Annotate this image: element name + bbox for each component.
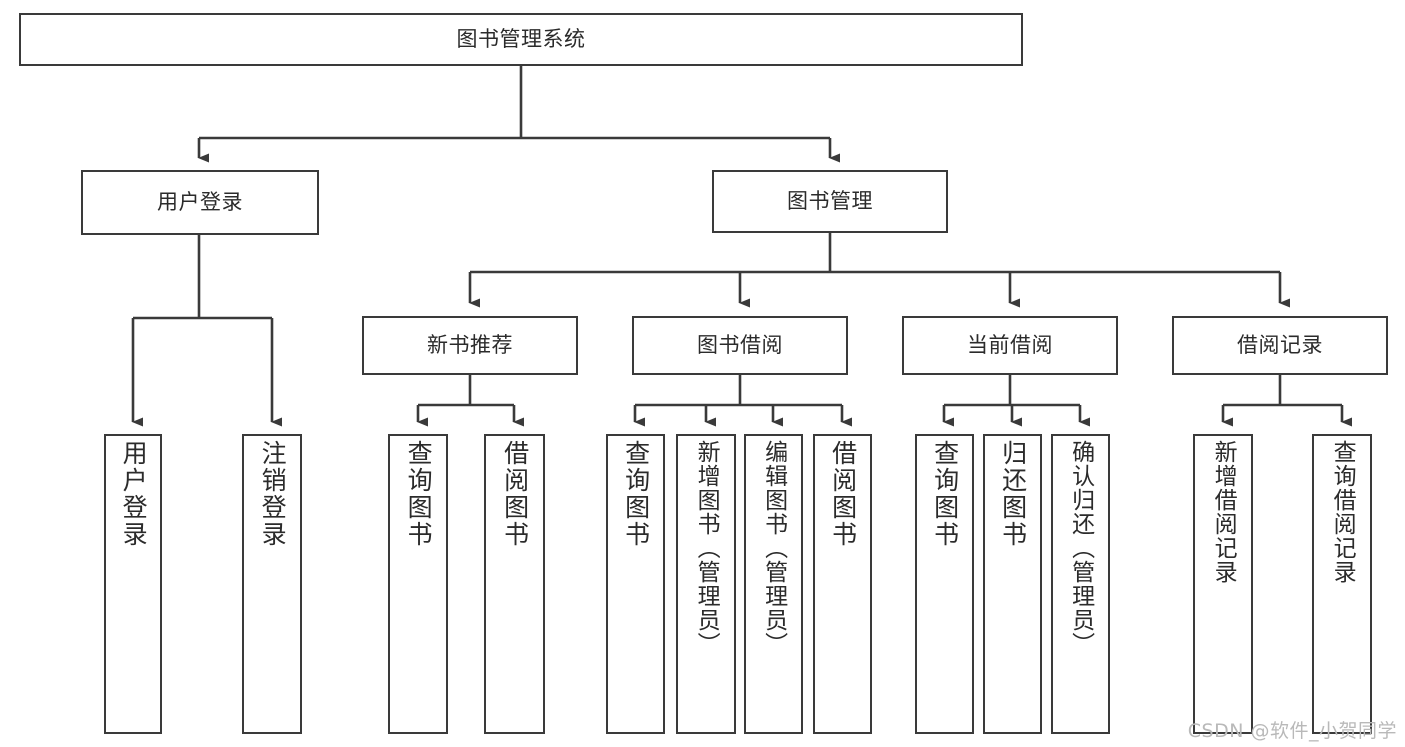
leaf-borrow-query-book[interactable]: 查询图书 <box>606 434 665 734</box>
leaf-user-login-logout[interactable]: 注销登录 <box>242 434 302 734</box>
node-label: 图书借阅 <box>697 332 783 357</box>
leaf-current-query-book[interactable]: 查询图书 <box>915 434 974 734</box>
node-label: 图书管理系统 <box>456 26 586 51</box>
node-label: 查询图书 <box>621 440 651 548</box>
node-label: 图书管理 <box>787 188 873 213</box>
leaf-current-return-book[interactable]: 归还图书 <box>983 434 1042 734</box>
watermark-text: CSDN @软件_小贺同学 <box>1187 720 1397 742</box>
leaf-current-confirm-return-admin[interactable]: 确认归还（管理员） <box>1051 434 1110 734</box>
leaf-user-login-login[interactable]: 用户登录 <box>104 434 162 734</box>
node-new-book-recommend[interactable]: 新书推荐 <box>362 316 578 375</box>
node-label: 新书推荐 <box>427 332 513 357</box>
node-label: 查询图书 <box>404 440 434 548</box>
node-current-borrow[interactable]: 当前借阅 <box>902 316 1118 375</box>
node-label: 新增借阅记录 <box>1210 440 1237 584</box>
node-label: 查询图书 <box>930 440 960 548</box>
node-label: 确认归还（管理员） <box>1067 440 1094 656</box>
leaf-borrow-edit-book-admin[interactable]: 编辑图书（管理员） <box>744 434 803 734</box>
leaf-borrow-borrow-book[interactable]: 借阅图书 <box>813 434 872 734</box>
node-label: 借阅图书 <box>500 440 530 548</box>
leaf-record-add-record[interactable]: 新增借阅记录 <box>1193 434 1253 734</box>
node-label: 用户登录 <box>119 440 149 548</box>
leaf-borrow-add-book-admin[interactable]: 新增图书（管理员） <box>676 434 736 734</box>
node-book-borrow[interactable]: 图书借阅 <box>632 316 848 375</box>
node-root-system[interactable]: 图书管理系统 <box>19 13 1023 66</box>
node-label: 新增图书（管理员） <box>693 440 720 656</box>
node-label: 借阅记录 <box>1237 332 1323 357</box>
node-user-login[interactable]: 用户登录 <box>81 170 319 235</box>
leaf-record-query-record[interactable]: 查询借阅记录 <box>1312 434 1372 734</box>
node-label: 归还图书 <box>998 440 1028 548</box>
node-label: 注销登录 <box>258 440 288 548</box>
leaf-new-book-borrow[interactable]: 借阅图书 <box>484 434 545 734</box>
node-label: 借阅图书 <box>828 440 858 548</box>
node-label: 用户登录 <box>157 189 243 214</box>
node-book-management[interactable]: 图书管理 <box>712 170 948 233</box>
node-label: 编辑图书（管理员） <box>760 440 787 656</box>
node-label: 查询借阅记录 <box>1329 440 1356 584</box>
leaf-new-book-query[interactable]: 查询图书 <box>388 434 448 734</box>
node-borrow-record[interactable]: 借阅记录 <box>1172 316 1388 375</box>
node-label: 当前借阅 <box>967 332 1053 357</box>
